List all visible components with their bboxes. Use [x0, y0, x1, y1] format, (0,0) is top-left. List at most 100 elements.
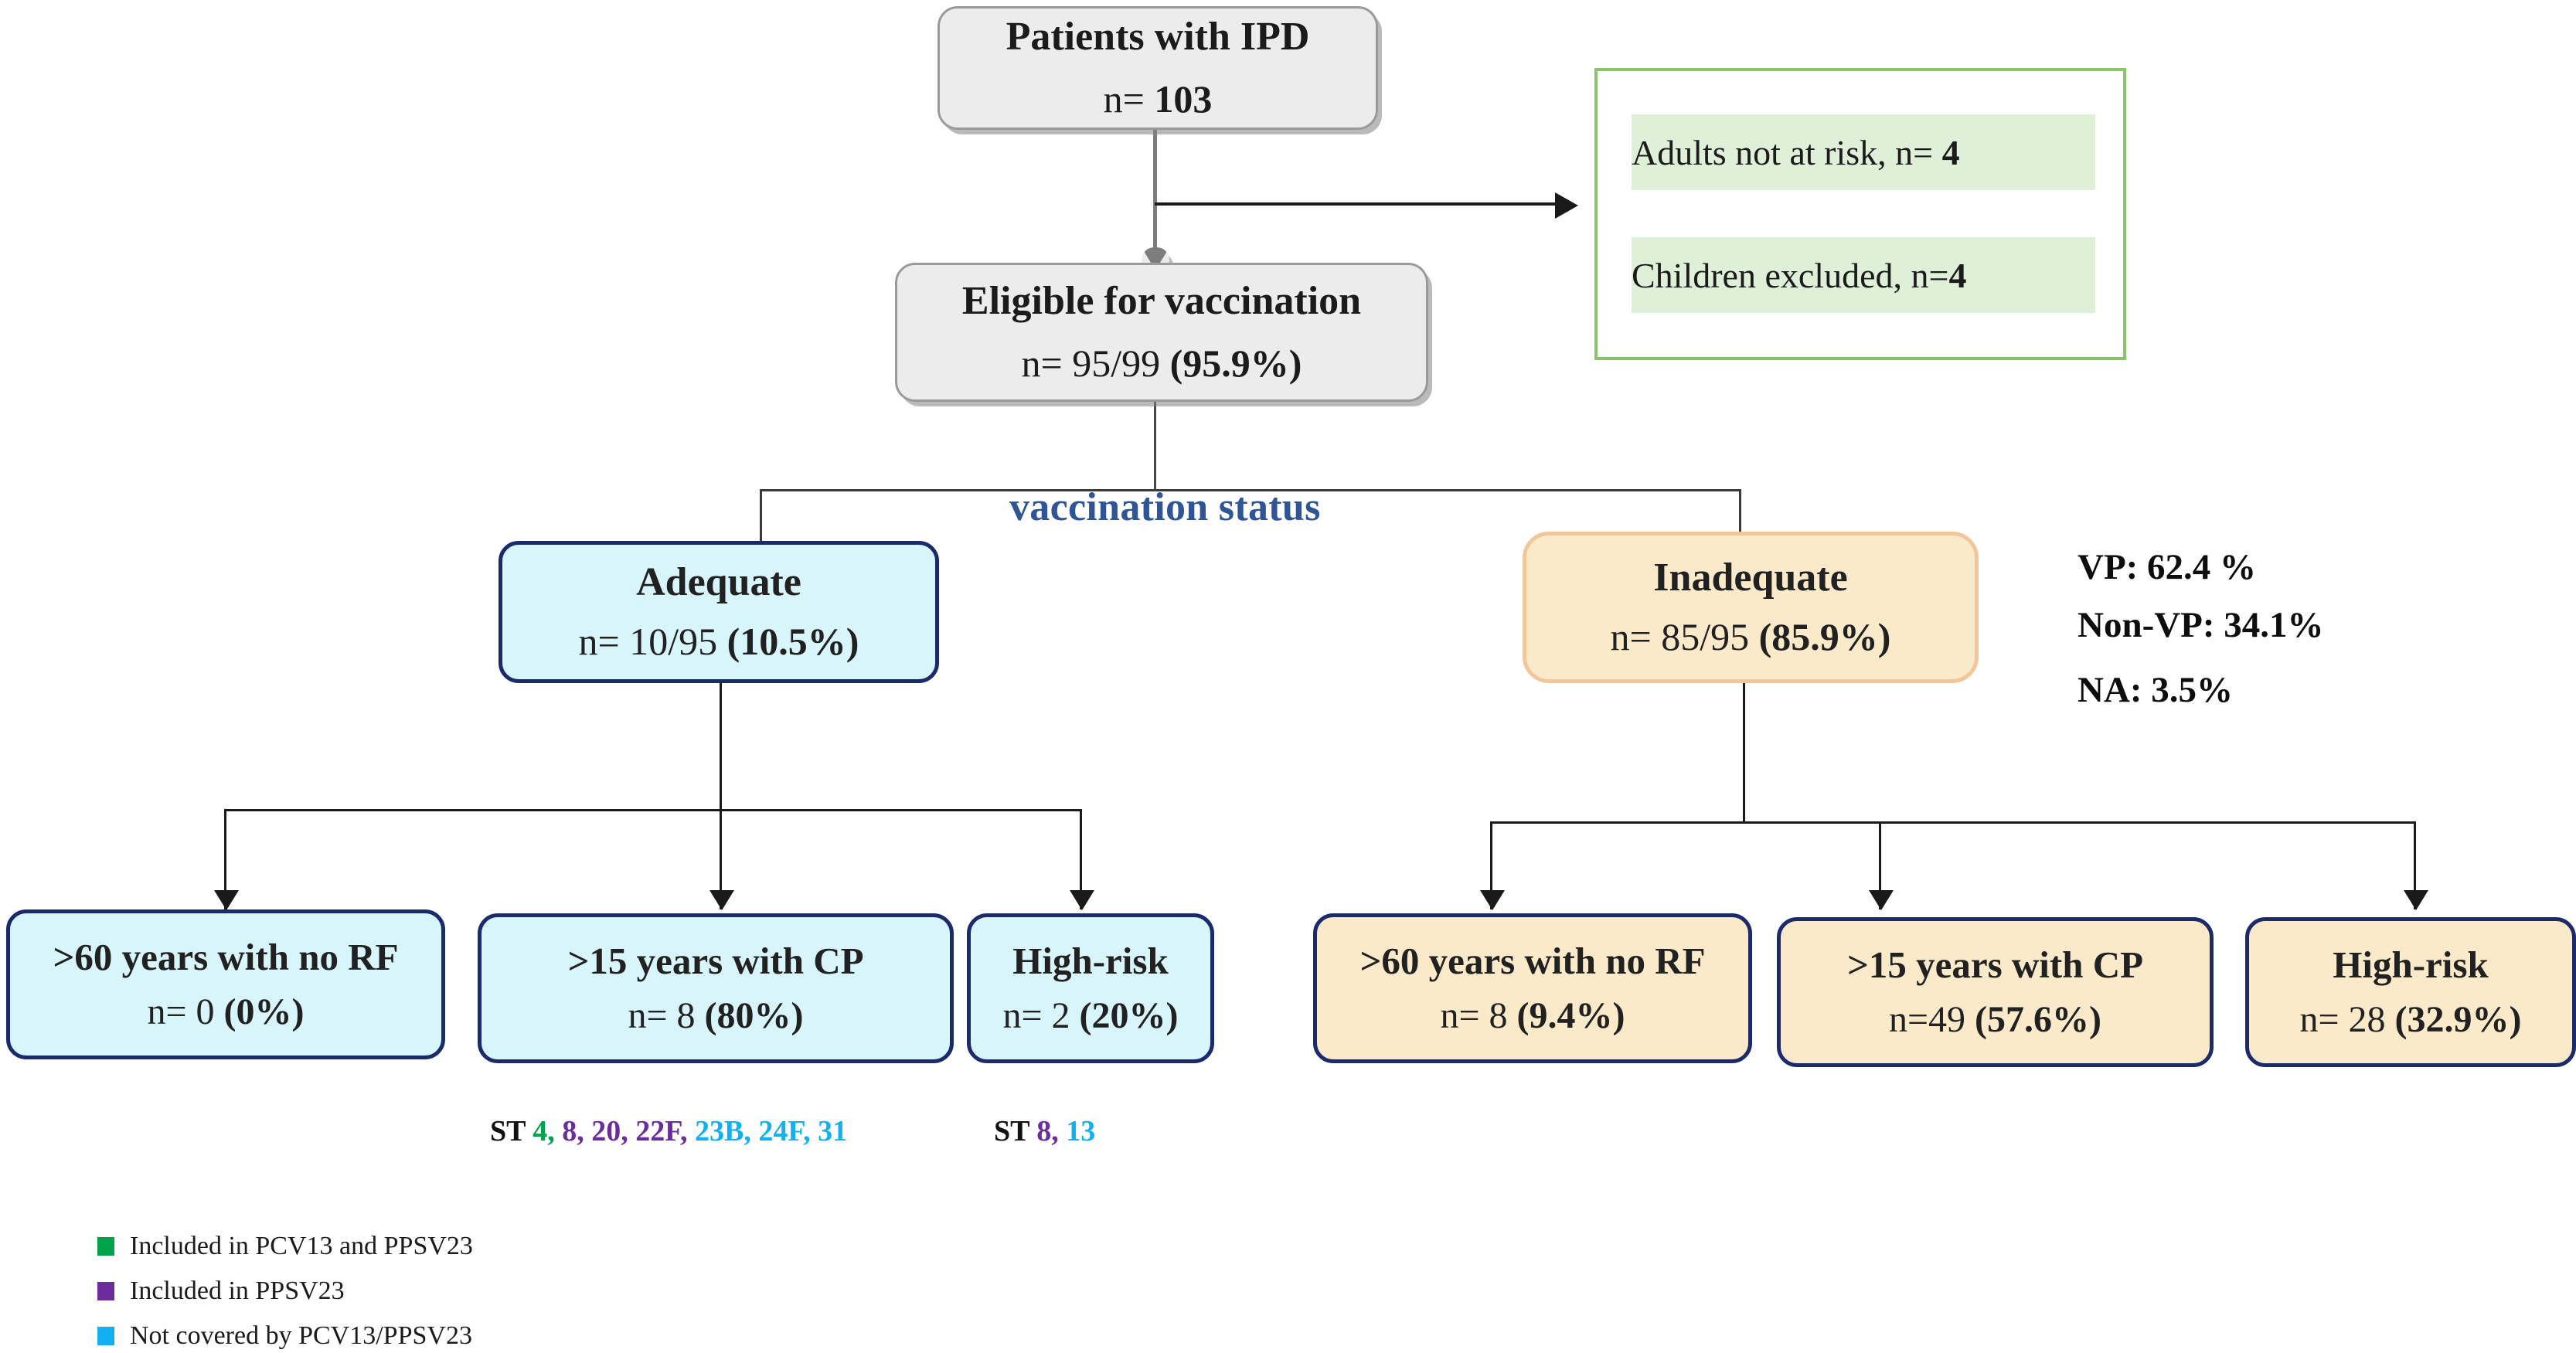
connector-eligible-stem [1154, 402, 1156, 491]
node-root-count: n= 103 [1104, 79, 1213, 120]
node-inadequate-child-3-count-prefix: n= 28 [2299, 998, 2395, 1040]
connector-adequate-stem [720, 683, 722, 811]
legend-item-ppsv23: Included in PPSV23 [97, 1277, 345, 1306]
arrowhead-excluded [1555, 192, 1578, 219]
excluded-row-children-label: Children excluded, n= [1632, 255, 1949, 295]
connector-split-bar-inadequate [1490, 821, 2416, 824]
node-inadequate-child-3-title: High-risk [2333, 943, 2489, 987]
node-adequate-count-value: (10.5%) [727, 620, 859, 664]
excluded-row-adults-text: Adults not at risk, n= 4 [1632, 132, 1960, 173]
legend-swatch-purple-icon [97, 1282, 114, 1300]
node-inadequate[interactable]: Inadequate n= 85/95 (85.9%) [1523, 532, 1979, 683]
excluded-panel: Adults not at risk, n= 4 Children exclud… [1594, 68, 2126, 360]
excluded-row-children-count: 4 [1948, 255, 1967, 295]
connector-root-to-eligible [1153, 130, 1157, 273]
node-adequate-child-3[interactable]: High-risk n= 2 (20%) [967, 913, 1214, 1063]
arrowhead-i3 [2404, 890, 2428, 910]
node-inadequate-count-value: (85.9%) [1758, 615, 1891, 659]
branch-label-vaccination-status: vaccination status [1009, 485, 1321, 529]
serotype-label-cp: ST 4, 8, 20, 22F, 23B, 24F, 31 [490, 1114, 847, 1148]
node-root-count-value: 103 [1154, 77, 1213, 121]
excluded-row-adults: Adults not at risk, n= 4 [1632, 114, 2095, 190]
node-inadequate-count: n= 85/95 (85.9%) [1611, 617, 1891, 658]
node-adequate-child-3-count-prefix: n= 2 [1002, 994, 1080, 1036]
excluded-row-children: Children excluded, n=4 [1632, 237, 2095, 313]
node-adequate-child-2-count-prefix: n= 8 [628, 994, 705, 1036]
arrowhead-a2 [710, 890, 734, 910]
legend-swatch-cyan-icon [97, 1327, 114, 1345]
node-inadequate-child-1-count: n= 8 (9.4%) [1440, 994, 1625, 1036]
node-inadequate-child-1-count-value: (9.4%) [1516, 994, 1625, 1036]
excluded-row-adults-label: Adults not at risk, n= [1632, 132, 1942, 172]
connector-down-inadequate [1739, 489, 1741, 568]
stat-non-vp: Non-VP: 34.1% [2077, 605, 2324, 645]
node-inadequate-child-1-count-prefix: n= 8 [1440, 994, 1517, 1036]
stat-na: NA: 3.5% [2077, 670, 2234, 710]
node-inadequate-child-3[interactable]: High-risk n= 28 (32.9%) [2245, 917, 2576, 1067]
legend-label-pcv13-ppsv23: Included in PCV13 and PPSV23 [130, 1232, 473, 1260]
connector-down-a3 [1080, 809, 1082, 909]
node-adequate-count-prefix: n= 10/95 [578, 620, 727, 664]
node-inadequate-child-3-count: n= 28 (32.9%) [2299, 998, 2522, 1040]
serotype-label-cp-seg-ppsv23: 8, 20, 22F, [562, 1115, 696, 1147]
node-inadequate-child-1[interactable]: >60 years with no RF n= 8 (9.4%) [1313, 913, 1752, 1063]
node-adequate-title: Adequate [636, 560, 801, 605]
arrowhead-a3 [1070, 890, 1094, 910]
node-inadequate-child-2-count: n=49 (57.6%) [1888, 998, 2102, 1040]
legend-item-pcv13-ppsv23: Included in PCV13 and PPSV23 [97, 1232, 473, 1261]
legend: Included in PCV13 and PPSV23 Included in… [0, 0, 927, 1350]
serotype-label-cp-seg-pcv13-ppsv23: 4, [533, 1115, 563, 1147]
legend-label-not-covered: Not covered by PCV13/PPSV23 [130, 1321, 472, 1350]
serotype-label-cp-seg-not-covered: 23B, 24F, 31 [695, 1115, 848, 1147]
connector-down-a2 [720, 809, 722, 909]
legend-swatch-green-icon [97, 1237, 114, 1256]
node-adequate-child-1-count-prefix: n= 0 [147, 991, 224, 1032]
connector-split-bar-adequate [224, 809, 1082, 811]
node-inadequate-child-2[interactable]: >15 years with CP n=49 (57.6%) [1777, 917, 2214, 1067]
node-adequate-child-2-count: n= 8 (80%) [628, 994, 804, 1036]
connector-root-to-excluded [1155, 202, 1563, 206]
node-adequate-child-3-count: n= 2 (20%) [1002, 994, 1179, 1036]
node-eligible-count: n= 95/99 (95.9%) [1022, 343, 1302, 384]
node-eligible-count-prefix: n= 95/99 [1021, 342, 1170, 386]
node-inadequate-child-2-count-value: (57.6%) [1975, 998, 2102, 1040]
serotype-label-cp-prefix: ST [490, 1115, 533, 1147]
node-root-count-prefix: n= [1103, 77, 1155, 121]
node-adequate-child-3-count-value: (20%) [1079, 994, 1179, 1036]
node-adequate-child-1-title: >60 years with no RF [53, 936, 399, 979]
node-root-title: Patients with IPD [1006, 15, 1310, 59]
connector-split-bar-level2 [760, 489, 1741, 491]
node-root[interactable]: Patients with IPD n= 103 [938, 6, 1378, 130]
node-eligible-title: Eligible for vaccination [961, 279, 1362, 324]
serotype-label-high-risk-prefix: ST [994, 1115, 1037, 1147]
node-adequate-child-2-count-value: (80%) [704, 994, 804, 1036]
node-inadequate-child-3-count-value: (32.9%) [2394, 998, 2522, 1040]
node-inadequate-count-prefix: n= 85/95 [1610, 615, 1759, 659]
node-adequate-child-2[interactable]: >15 years with CP n= 8 (80%) [478, 913, 954, 1063]
node-inadequate-title: Inadequate [1653, 556, 1848, 600]
node-adequate-child-3-title: High-risk [1012, 940, 1169, 983]
arrowhead-i1 [1480, 890, 1505, 910]
serotype-label-high-risk: ST 8, 13 [994, 1114, 1095, 1148]
node-eligible[interactable]: Eligible for vaccination n= 95/99 (95.9%… [895, 263, 1428, 402]
arrowhead-i2 [1869, 890, 1894, 910]
connector-inadequate-stem [1743, 683, 1745, 824]
excluded-row-children-text: Children excluded, n=4 [1632, 255, 1966, 296]
connector-down-i3 [2414, 821, 2416, 909]
node-inadequate-child-1-title: >60 years with no RF [1359, 940, 1706, 983]
excluded-row-adults-count: 4 [1941, 132, 1960, 172]
node-inadequate-child-2-title: >15 years with CP [1846, 943, 2144, 987]
node-adequate-child-2-title: >15 years with CP [567, 940, 864, 983]
node-adequate-child-1[interactable]: >60 years with no RF n= 0 (0%) [6, 909, 445, 1059]
node-adequate-count: n= 10/95 (10.5%) [579, 621, 859, 662]
legend-item-not-covered: Not covered by PCV13/PPSV23 [97, 1321, 472, 1351]
serotype-label-high-risk-seg-ppsv23: 8, [1036, 1115, 1067, 1147]
node-adequate[interactable]: Adequate n= 10/95 (10.5%) [499, 541, 939, 683]
node-inadequate-child-2-count-prefix: n=49 [1888, 998, 1975, 1040]
node-eligible-count-value: (95.9%) [1169, 342, 1302, 386]
serotype-label-high-risk-seg-not-covered: 13 [1066, 1115, 1096, 1147]
connector-down-i1 [1490, 821, 1492, 909]
connector-down-a1 [224, 809, 226, 909]
node-adequate-child-1-count: n= 0 (0%) [147, 991, 304, 1032]
